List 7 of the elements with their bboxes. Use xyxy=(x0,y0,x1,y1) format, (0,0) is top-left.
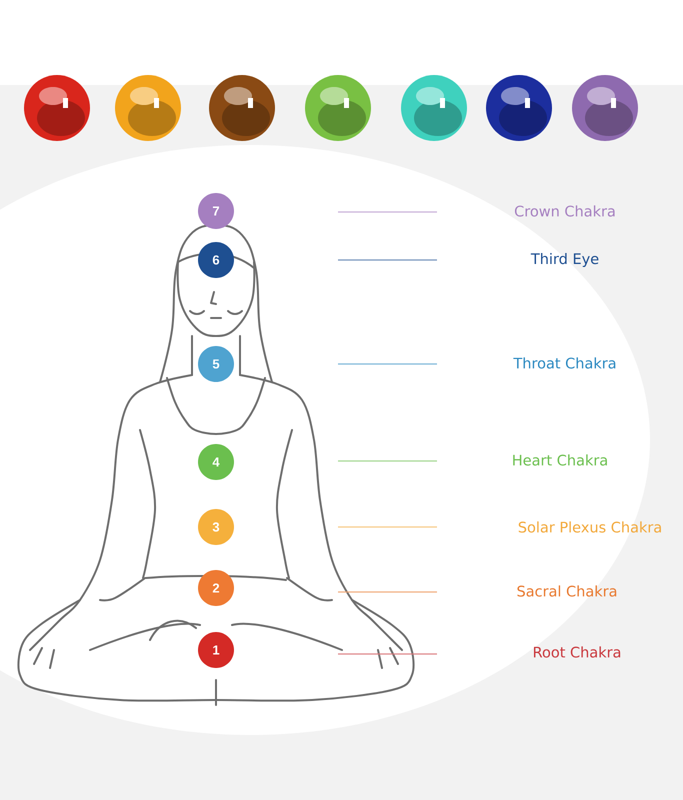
chakra-label: Sacral Chakra xyxy=(517,585,616,597)
chakra-label: Crown Chakra xyxy=(514,205,615,217)
chakra-label: Throat Chakra xyxy=(513,357,616,369)
chakra-label: Heart Chakra xyxy=(513,454,607,466)
chakra-label: Root Chakra xyxy=(534,646,620,658)
chakra-label: Third Eye xyxy=(530,252,598,268)
chakra-label: Solar Plexus Chakra xyxy=(518,521,661,533)
